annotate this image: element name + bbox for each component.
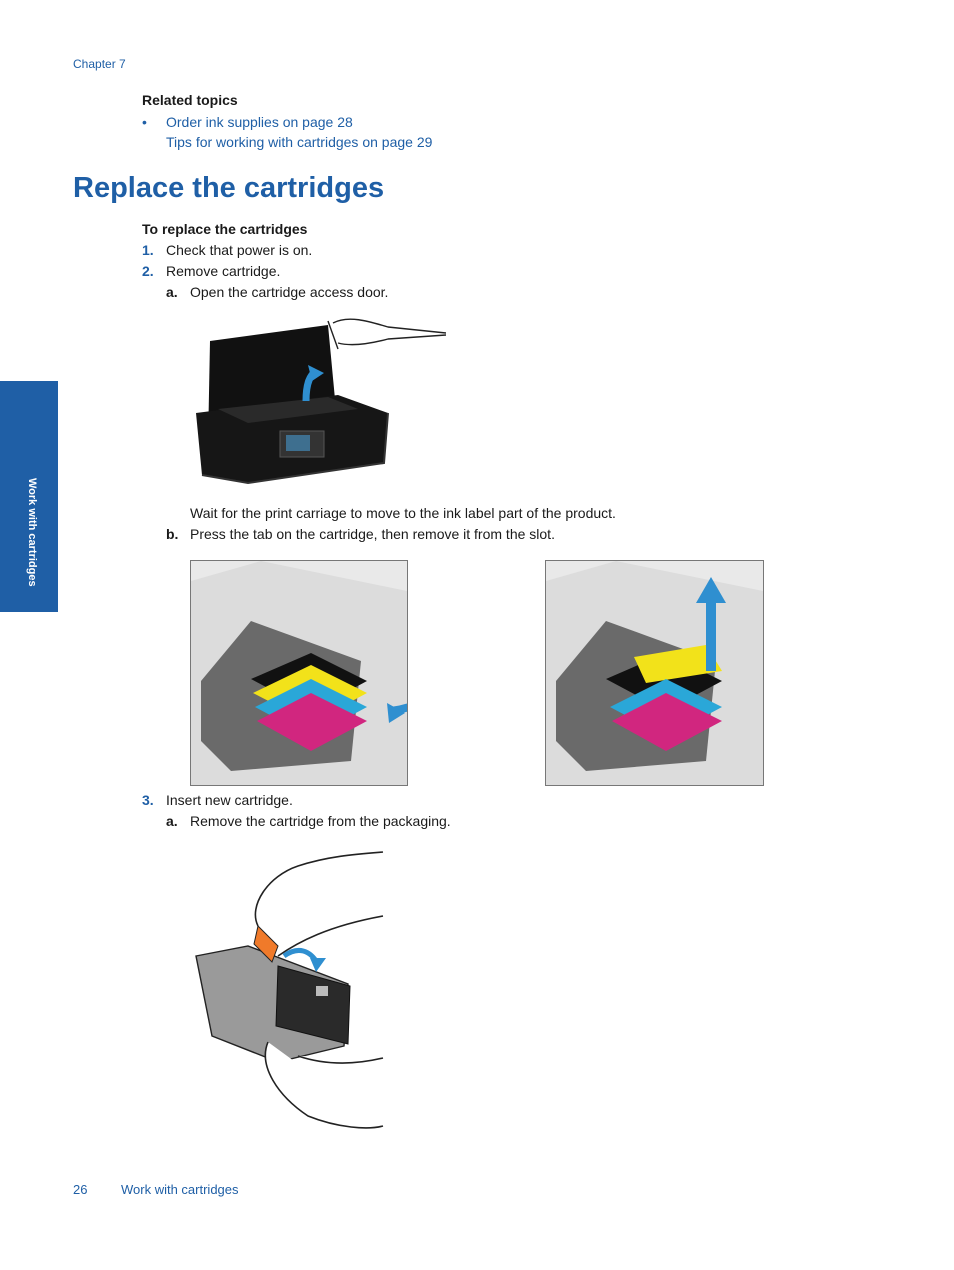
substep-text: Press the tab on the cartridge, then rem… — [190, 526, 555, 542]
side-tab-label: Work with cartridges — [26, 478, 38, 587]
cartridge-packaging-illustration — [195, 851, 384, 1129]
substep-text: Remove the cartridge from the packaging. — [190, 813, 451, 829]
press-tab-illustration — [190, 560, 408, 786]
step-2: 2. Remove cartridge. — [142, 263, 280, 279]
step-1: 1. Check that power is on. — [142, 242, 312, 258]
step-number: 1. — [142, 242, 154, 258]
step-number: 3. — [142, 792, 154, 808]
page-number: 26 — [73, 1182, 88, 1197]
step-text: Check that power is on. — [166, 242, 313, 258]
side-tab: Work with cartridges — [0, 381, 58, 612]
step-number: 2. — [142, 263, 154, 279]
related-link-order-ink[interactable]: Order ink supplies on page 28 — [166, 114, 353, 130]
printer-open-door-illustration — [196, 318, 446, 485]
substep-letter: a. — [166, 284, 178, 300]
step-2-note: Wait for the print carriage to move to t… — [190, 505, 616, 521]
bullet: • — [142, 114, 147, 130]
step-text: Insert new cartridge. — [166, 792, 293, 808]
carriage-remove-cartridge-drawing — [546, 561, 763, 785]
remove-cartridge-illustration — [545, 560, 764, 786]
step-text: Remove cartridge. — [166, 263, 281, 279]
substep-letter: a. — [166, 813, 178, 829]
footer-section: Work with cartridges — [121, 1182, 239, 1197]
step-2a: a. Open the cartridge access door. — [166, 284, 388, 300]
chapter-label: Chapter 7 — [73, 57, 126, 71]
page-title: Replace the cartridges — [73, 172, 385, 204]
related-link-tips[interactable]: Tips for working with cartridges on page… — [166, 134, 433, 150]
substep-letter: b. — [166, 526, 179, 542]
step-3a: a. Remove the cartridge from the packagin… — [166, 813, 451, 829]
related-topics-title: Related topics — [142, 92, 238, 108]
procedure-title: To replace the cartridges — [142, 221, 308, 237]
substep-text: Open the cartridge access door. — [190, 284, 389, 300]
step-2b: b. Press the tab on the cartridge, then r… — [166, 526, 555, 542]
related-topics-list: • Order ink supplies on page 28 Tips for… — [142, 112, 432, 152]
carriage-press-tab-drawing — [191, 561, 407, 785]
step-3: 3. Insert new cartridge. — [142, 792, 293, 808]
